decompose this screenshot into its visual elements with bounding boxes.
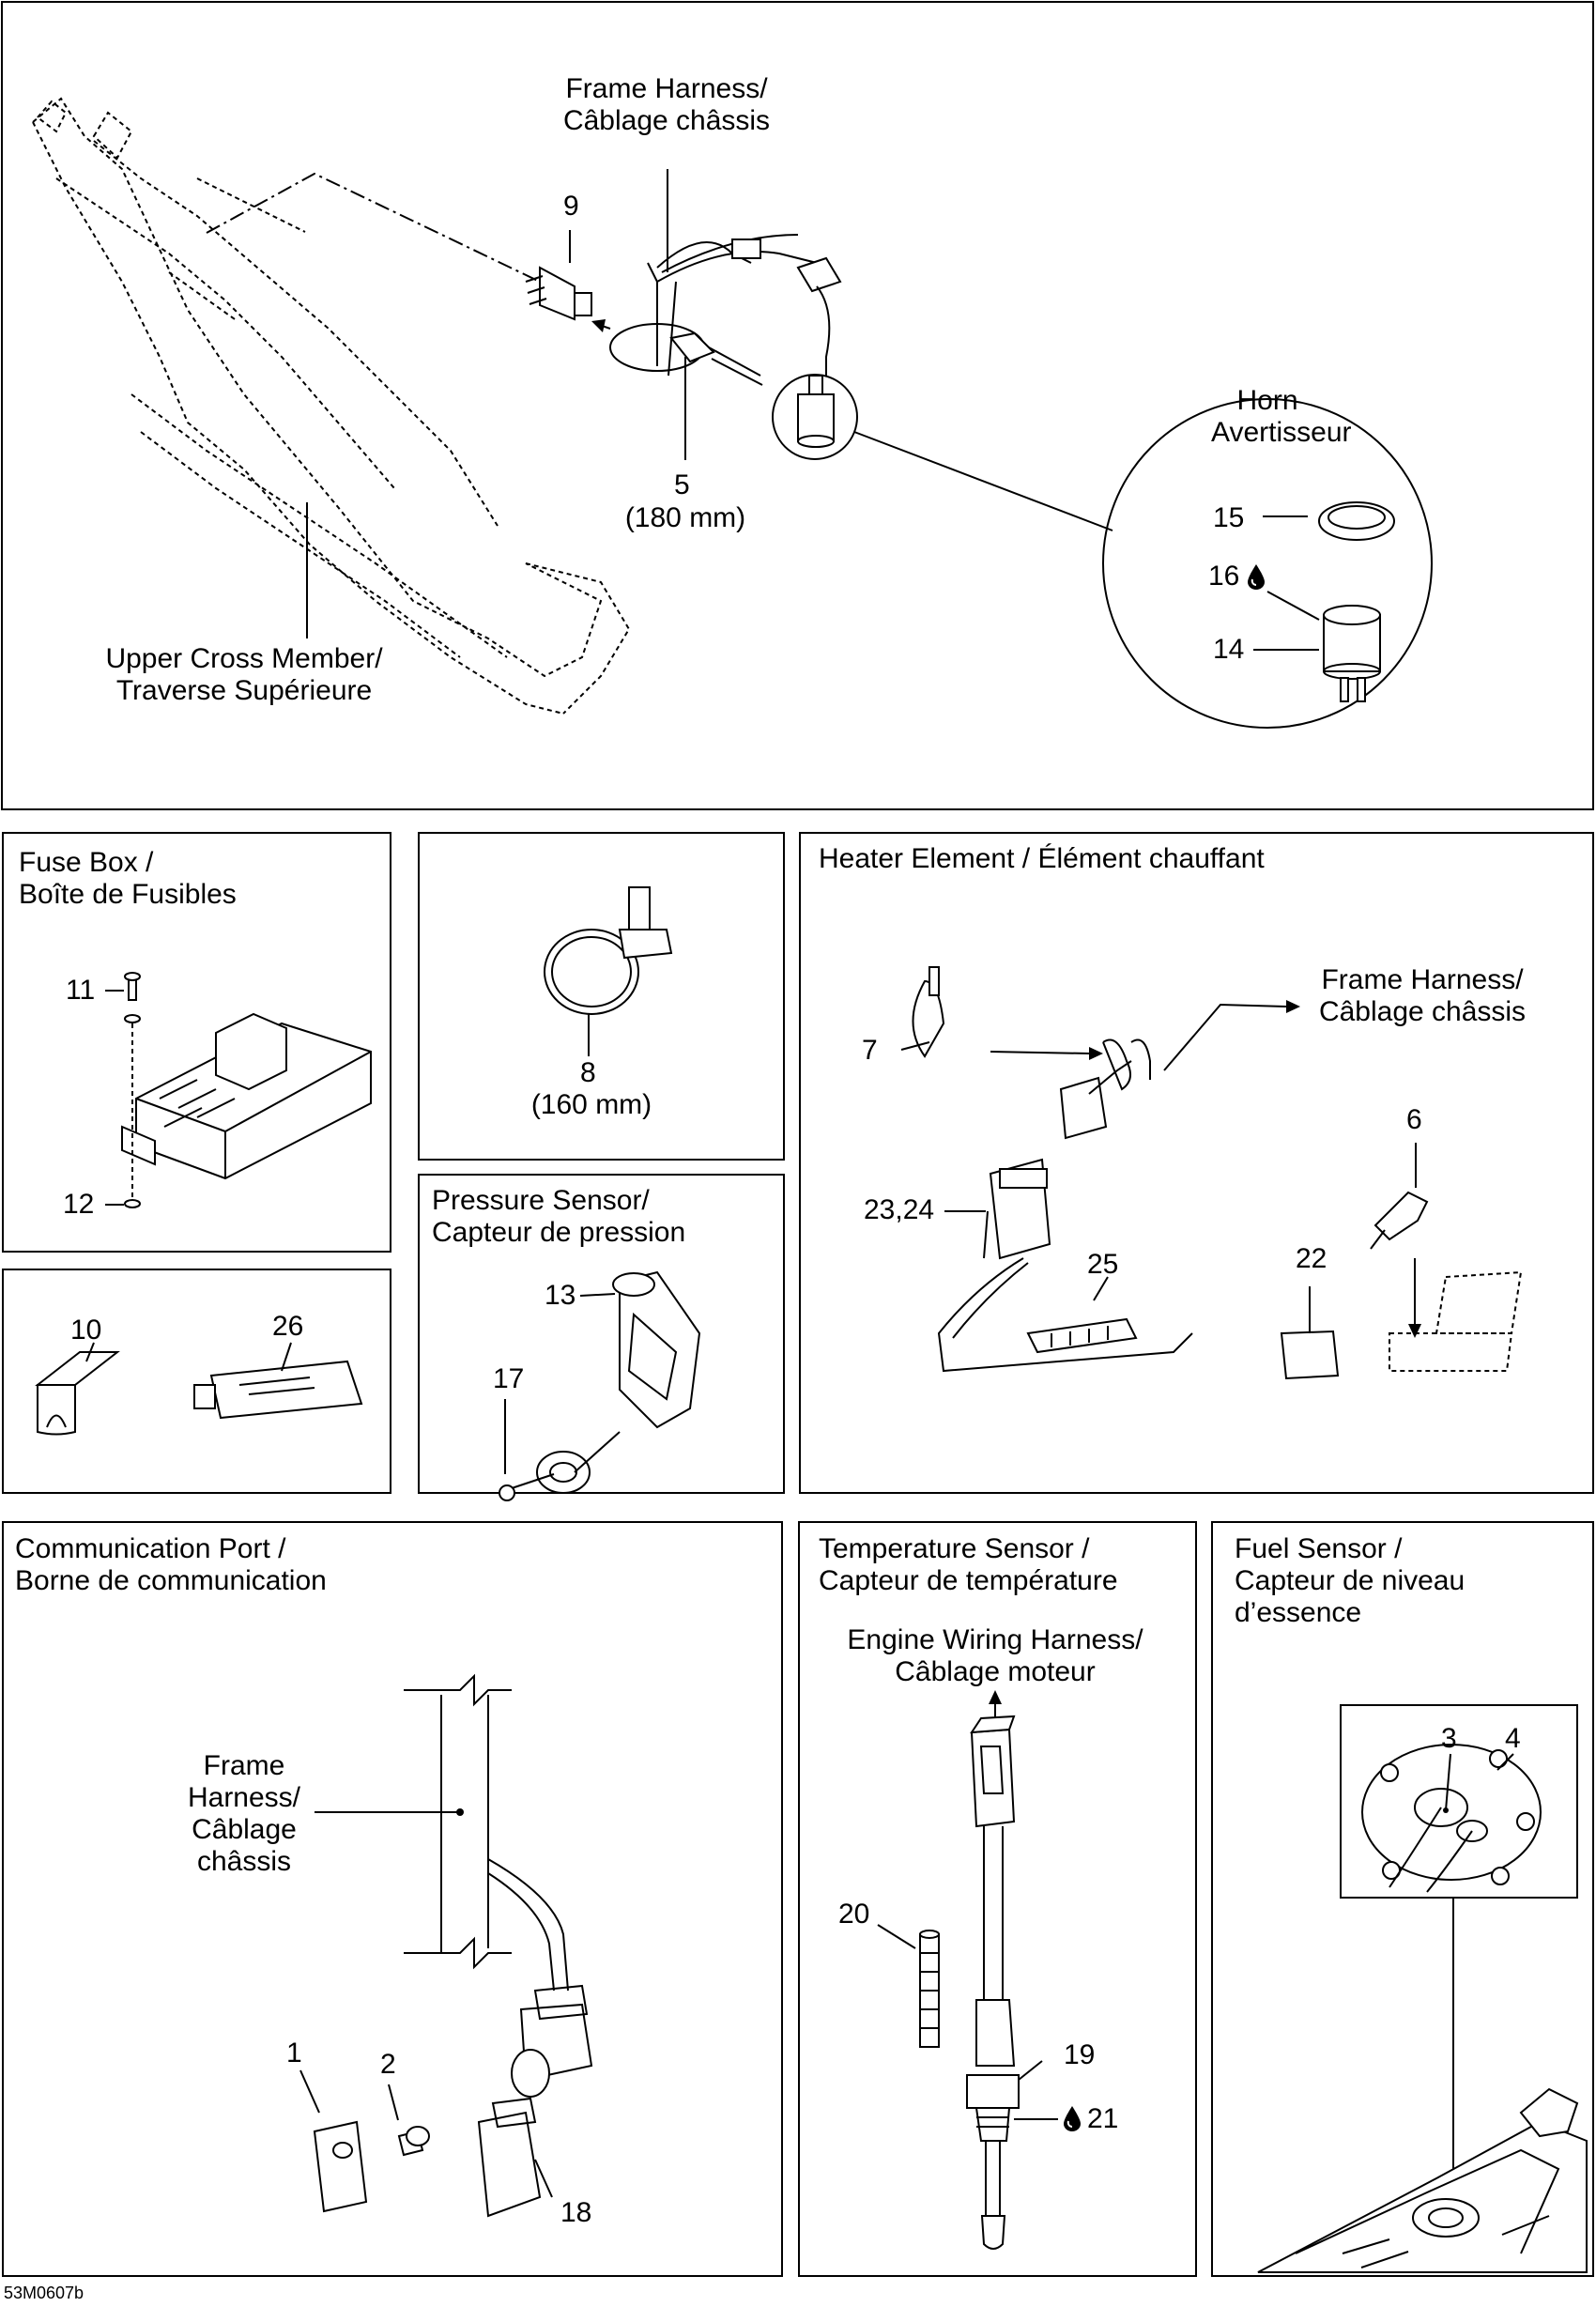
- fuel-sensor-drawing: [1257, 1704, 1588, 2273]
- heater-frame-harness-label: Frame Harness/ Câblage châssis: [1318, 964, 1527, 1027]
- item-8-size-label: (160 mm): [530, 1089, 652, 1120]
- frame-harness-label: Frame Harness/ Câblage châssis: [562, 73, 771, 136]
- pressure-sensor-title: Pressure Sensor/ Capteur de pression: [432, 1185, 686, 1248]
- item-6-label: 6: [1406, 1104, 1422, 1135]
- engine-wiring-harness-label: Engine Wiring Harness/ Câblage moteur: [847, 1624, 1143, 1687]
- item-9-label: 9: [563, 191, 579, 222]
- temperature-sensor-title: Temperature Sensor / Capteur de températ…: [819, 1533, 1118, 1596]
- horn-detail-circle: [1102, 398, 1433, 729]
- pressure-sensor-panel: [418, 1174, 785, 1494]
- item-5-label: 5: [674, 469, 690, 500]
- heater-element-title: Heater Element / Élément chauffant: [819, 843, 1265, 874]
- item-15-label: 15: [1213, 502, 1245, 533]
- item-20-label: 20: [838, 1899, 870, 1930]
- item-13-label: 13: [545, 1280, 576, 1311]
- item-7-label: 7: [862, 1035, 878, 1066]
- item-12-label: 12: [63, 1189, 95, 1220]
- upper-cross-member-label: Upper Cross Member/ Traverse Supérieure: [105, 643, 383, 706]
- fuse-box-title: Fuse Box / Boîte de Fusibles: [19, 847, 237, 910]
- fuse-box-drawing: [121, 972, 372, 1208]
- item-8-label: 8: [580, 1057, 596, 1088]
- item-14-label: 14: [1213, 634, 1245, 665]
- alignment-line: [206, 172, 541, 283]
- temperature-sensor-drawing: [919, 1690, 1020, 2250]
- fuel-sensor-title: Fuel Sensor / Capteur de niveau d’essenc…: [1235, 1533, 1466, 1628]
- item-10-label: 10: [70, 1315, 102, 1346]
- sealant-tube-26-drawing: [193, 1360, 363, 1420]
- item-4-label: 4: [1505, 1723, 1521, 1754]
- item-17-label: 17: [493, 1363, 525, 1394]
- comm-frame-harness-label: Frame Harness/ Câblage châssis: [187, 1750, 301, 1877]
- communication-port-drawing: [313, 1673, 593, 2218]
- item-25-label: 25: [1087, 1249, 1119, 1280]
- tie-wrap-panel: [418, 832, 785, 1161]
- item-2-label: 2: [380, 2049, 396, 2080]
- item-23-24-label: 23,24: [864, 1194, 935, 1225]
- horn-title: Horn Avertisseur: [1211, 385, 1352, 448]
- item-21-label: 21: [1087, 2103, 1119, 2134]
- horn-parts-drawing: [1318, 501, 1395, 702]
- harness-tie-wrap-drawing: [591, 234, 842, 386]
- item-3-label: 3: [1441, 1723, 1457, 1754]
- item-18-label: 18: [560, 2197, 592, 2228]
- item-22-label: 22: [1296, 1243, 1327, 1274]
- horn-small-view: [772, 374, 858, 460]
- heater-element-panel: [799, 832, 1594, 1494]
- item-1-label: 1: [286, 2038, 302, 2069]
- item-19-label: 19: [1064, 2039, 1096, 2070]
- pressure-sensor-drawing: [499, 1270, 701, 1501]
- heater-element-drawing: [900, 966, 1523, 1380]
- item-26-label: 26: [272, 1311, 304, 1342]
- item-16-label: 16: [1208, 561, 1240, 592]
- temperature-sensor-panel: [798, 1521, 1197, 2277]
- upper-cross-member-drawing: [32, 97, 631, 715]
- screw-9-drawing: [525, 266, 592, 321]
- tie-wrap-8-drawing: [544, 886, 673, 1015]
- communication-port-panel: [2, 1521, 783, 2277]
- communication-port-title: Communication Port / Borne de communicat…: [15, 1533, 327, 1596]
- edge-trim-10-drawing: [35, 1351, 120, 1436]
- item-11-label: 11: [66, 975, 96, 1006]
- oil-drop-icon: [1064, 2106, 1081, 2131]
- item-5-size-label: (180 mm): [624, 502, 746, 533]
- figure-code: 53M0607b: [4, 2284, 84, 2302]
- oil-drop-icon: [1248, 564, 1265, 590]
